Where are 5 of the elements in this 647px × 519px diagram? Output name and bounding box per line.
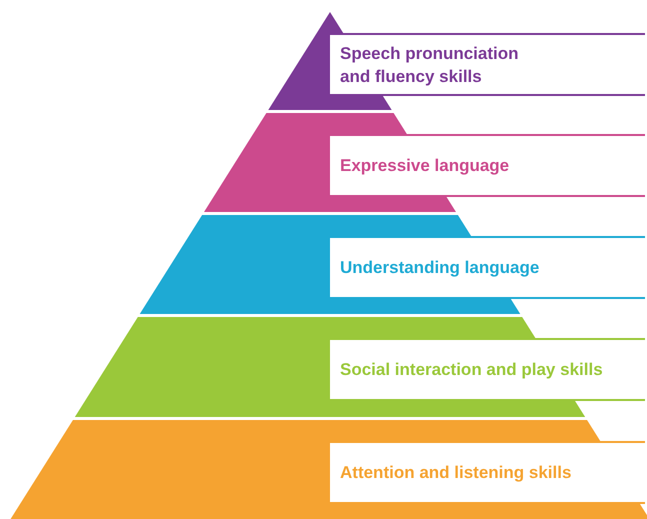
tier-label: Understanding language: [330, 236, 645, 299]
tier-label: Social interaction and play skills: [330, 338, 645, 401]
tier-label: Speech pronunciation and fluency skills: [330, 33, 645, 96]
tier-label: Attention and listening skills: [330, 441, 645, 504]
tier-label: Expressive language: [330, 134, 645, 197]
